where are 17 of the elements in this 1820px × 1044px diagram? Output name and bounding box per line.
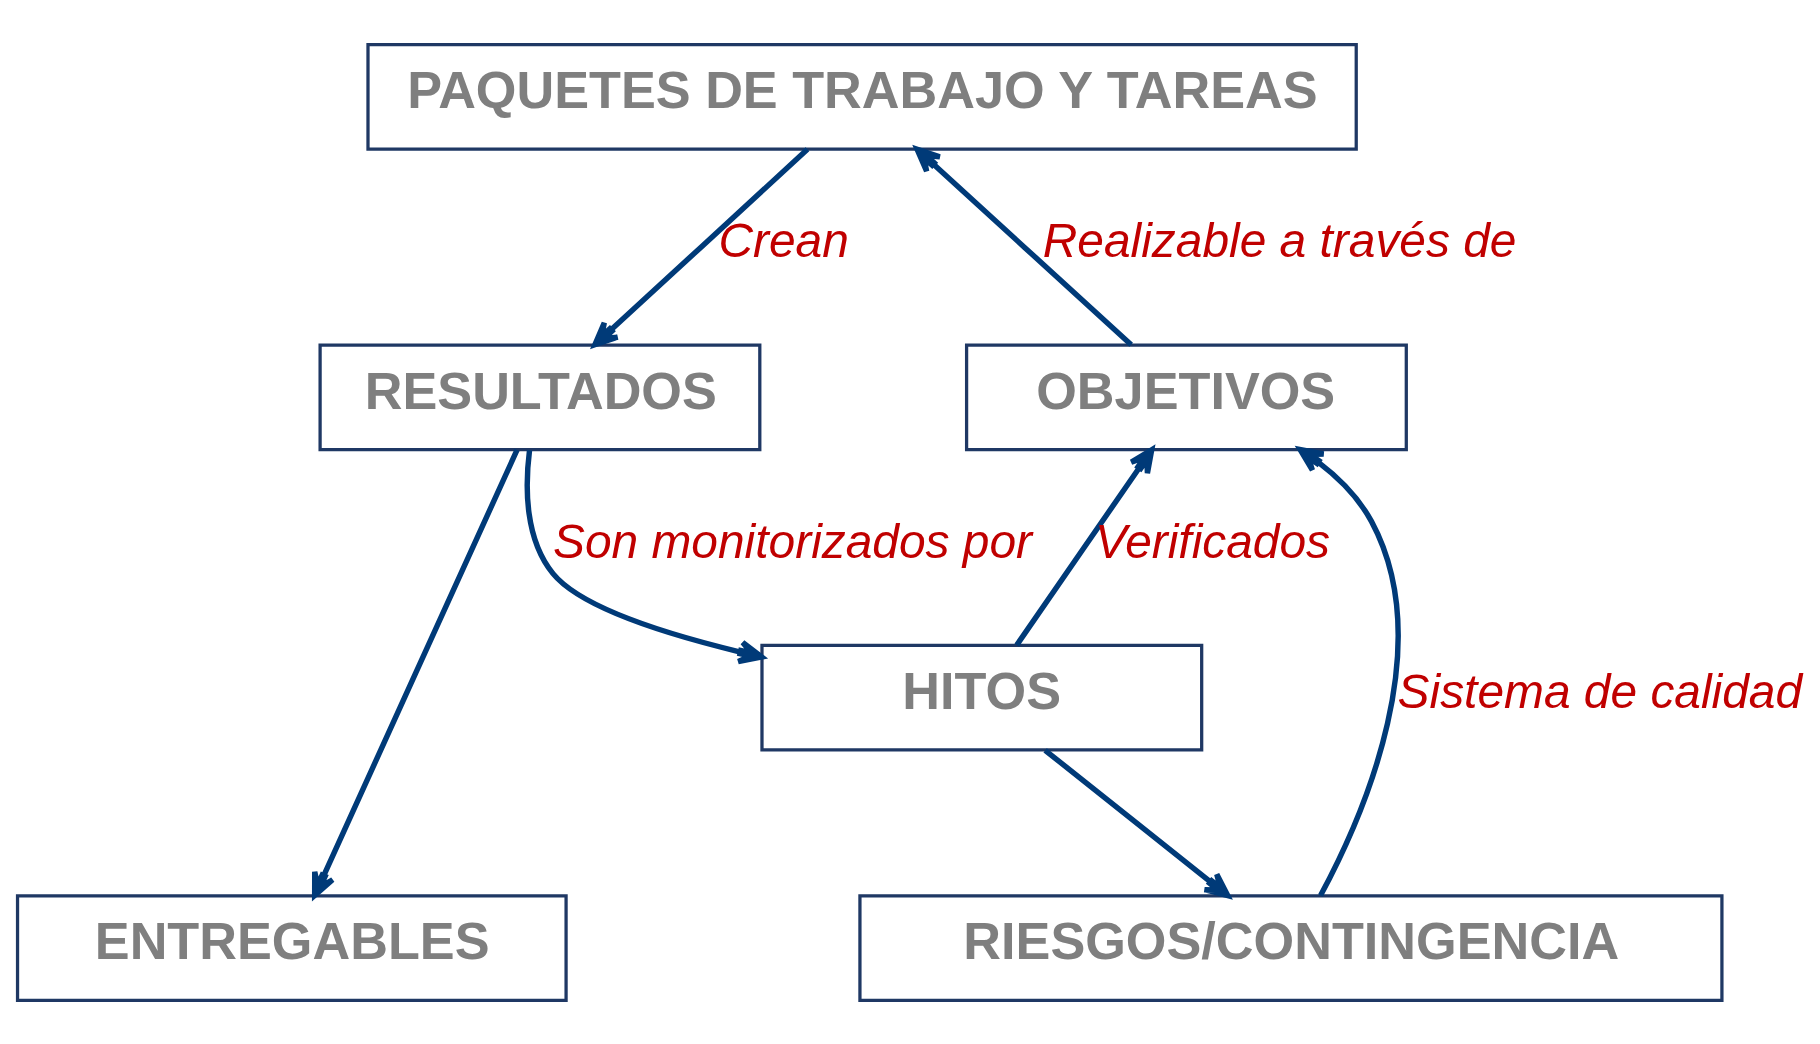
arrow (914, 146, 1133, 347)
node-box: HITOS (760, 643, 1204, 752)
arrow (1014, 446, 1155, 647)
edge-label: Sistema de calidad (1397, 664, 1803, 718)
edge-label: Son monitorizados por (553, 514, 1033, 568)
node-box: PAQUETES DE TRABAJO Y TAREAS (366, 42, 1358, 151)
arrow (1043, 747, 1231, 898)
node-box: RESULTADOS (318, 342, 762, 451)
edge-label: Crean (718, 213, 849, 267)
node-box: RIESGOS/CONTINGENCIA (858, 893, 1724, 1002)
node-box: ENTREGABLES (15, 893, 568, 1002)
edge-label: Realizable a través de (1042, 213, 1517, 267)
arrow (524, 449, 765, 664)
arrow (592, 146, 810, 347)
arrow (1297, 446, 1401, 897)
edge-label: Verificados (1095, 514, 1331, 568)
node-box: OBJETIVOS (964, 342, 1408, 451)
